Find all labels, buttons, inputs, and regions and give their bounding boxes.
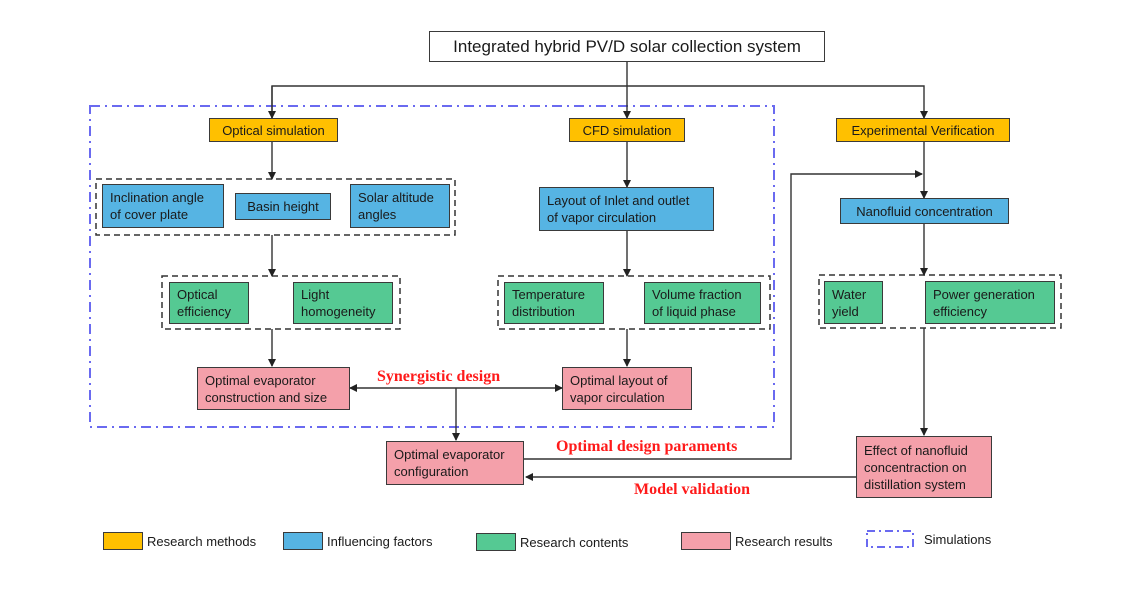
temperature-distribution-box: Temperature distribution — [504, 282, 604, 324]
cfd-simulation-box: CFD simulation — [569, 118, 685, 142]
label-line: vapor circulation — [570, 389, 665, 405]
label-line: Optical — [177, 287, 218, 302]
label-line: efficiency — [177, 304, 231, 319]
label-line: Solar altitude — [358, 190, 434, 205]
label-line: homogeneity — [301, 304, 376, 319]
label-line: of liquid phase — [652, 304, 736, 319]
label-line: Light — [301, 287, 330, 302]
connector — [271, 85, 928, 119]
label-line: Volume fraction — [652, 287, 742, 302]
optical-efficiency-box: Optical efficiency — [169, 282, 249, 324]
legend-swatch-dashdot — [866, 530, 914, 548]
label-line: configuration — [394, 464, 469, 479]
label-line: distillation system — [864, 476, 966, 492]
legend-influencing-factors: Influencing factors — [283, 532, 433, 550]
legend-research-contents: Research contents — [476, 533, 628, 551]
legend-swatch — [103, 532, 143, 550]
label-line: yield — [832, 303, 859, 319]
legend-label: Influencing factors — [327, 533, 433, 549]
synergistic-design-label: Synergistic design — [377, 368, 501, 385]
label-line: Optimal layout of — [570, 372, 668, 388]
legend-swatch — [476, 533, 516, 551]
model-validation-label: Model validation — [634, 481, 751, 498]
nanofluid-concentration-box: Nanofluid concentration — [840, 198, 1009, 224]
legend-label: Simulations — [924, 531, 992, 547]
optical-factors-group — [95, 178, 456, 236]
legend-label: Research methods — [147, 533, 257, 549]
layout-inlet-outlet-box: Layout of Inlet and outlet of vapor circu… — [539, 187, 714, 231]
label-line: angles — [358, 207, 397, 222]
connector — [524, 170, 923, 460]
label-line: of cover plate — [110, 207, 189, 222]
label-line: of vapor circulation — [547, 210, 657, 225]
label-line: Optimal evaporator — [205, 372, 316, 388]
exp-contents-group — [818, 274, 1062, 329]
label-line: efficiency — [933, 303, 987, 319]
legend-simulations: Simulations — [866, 530, 991, 548]
solar-altitude-box: Solar altitude angles — [350, 184, 450, 228]
experimental-verification-box: Experimental Verification — [836, 118, 1010, 142]
label-line: Optimal evaporator — [394, 447, 505, 462]
legend-label: Research results — [735, 533, 833, 549]
simulations-boundary — [89, 105, 775, 428]
legend-swatch — [681, 532, 731, 550]
label-line: Power generation — [933, 286, 1035, 302]
label-line: Water — [832, 286, 867, 302]
optical-simulation-box: Optical simulation — [209, 118, 338, 142]
label-line: construction and size — [205, 389, 328, 405]
volume-fraction-box: Volume fraction of liquid phase — [644, 282, 761, 324]
label-line: distribution — [512, 304, 575, 319]
legend-label: Research contents — [520, 534, 629, 550]
label-line: Effect of nanofluid — [864, 442, 968, 458]
legend-research-methods: Research methods — [103, 532, 256, 550]
label-line: Temperature — [512, 287, 585, 302]
legend-research-results: Research results — [681, 532, 833, 550]
optical-contents-group — [161, 275, 401, 330]
light-homogeneity-box: Light homogeneity — [293, 282, 393, 324]
optimal-evaporator-config-box: Optimal evaporator configuration — [386, 441, 524, 485]
label-line: concentraction on — [864, 459, 967, 475]
basin-height-box: Basin height — [235, 193, 331, 220]
inclination-angle-box: Inclination angle of cover plate — [102, 184, 224, 228]
cfd-contents-group — [497, 275, 771, 330]
label-line: Inclination angle — [110, 190, 204, 205]
label-line: Layout of Inlet and outlet — [547, 193, 690, 208]
optimal-design-params-label: Optimal design paraments — [556, 438, 738, 455]
legend-swatch — [283, 532, 323, 550]
system-title-box: Integrated hybrid PV/D solar collection … — [429, 31, 825, 62]
